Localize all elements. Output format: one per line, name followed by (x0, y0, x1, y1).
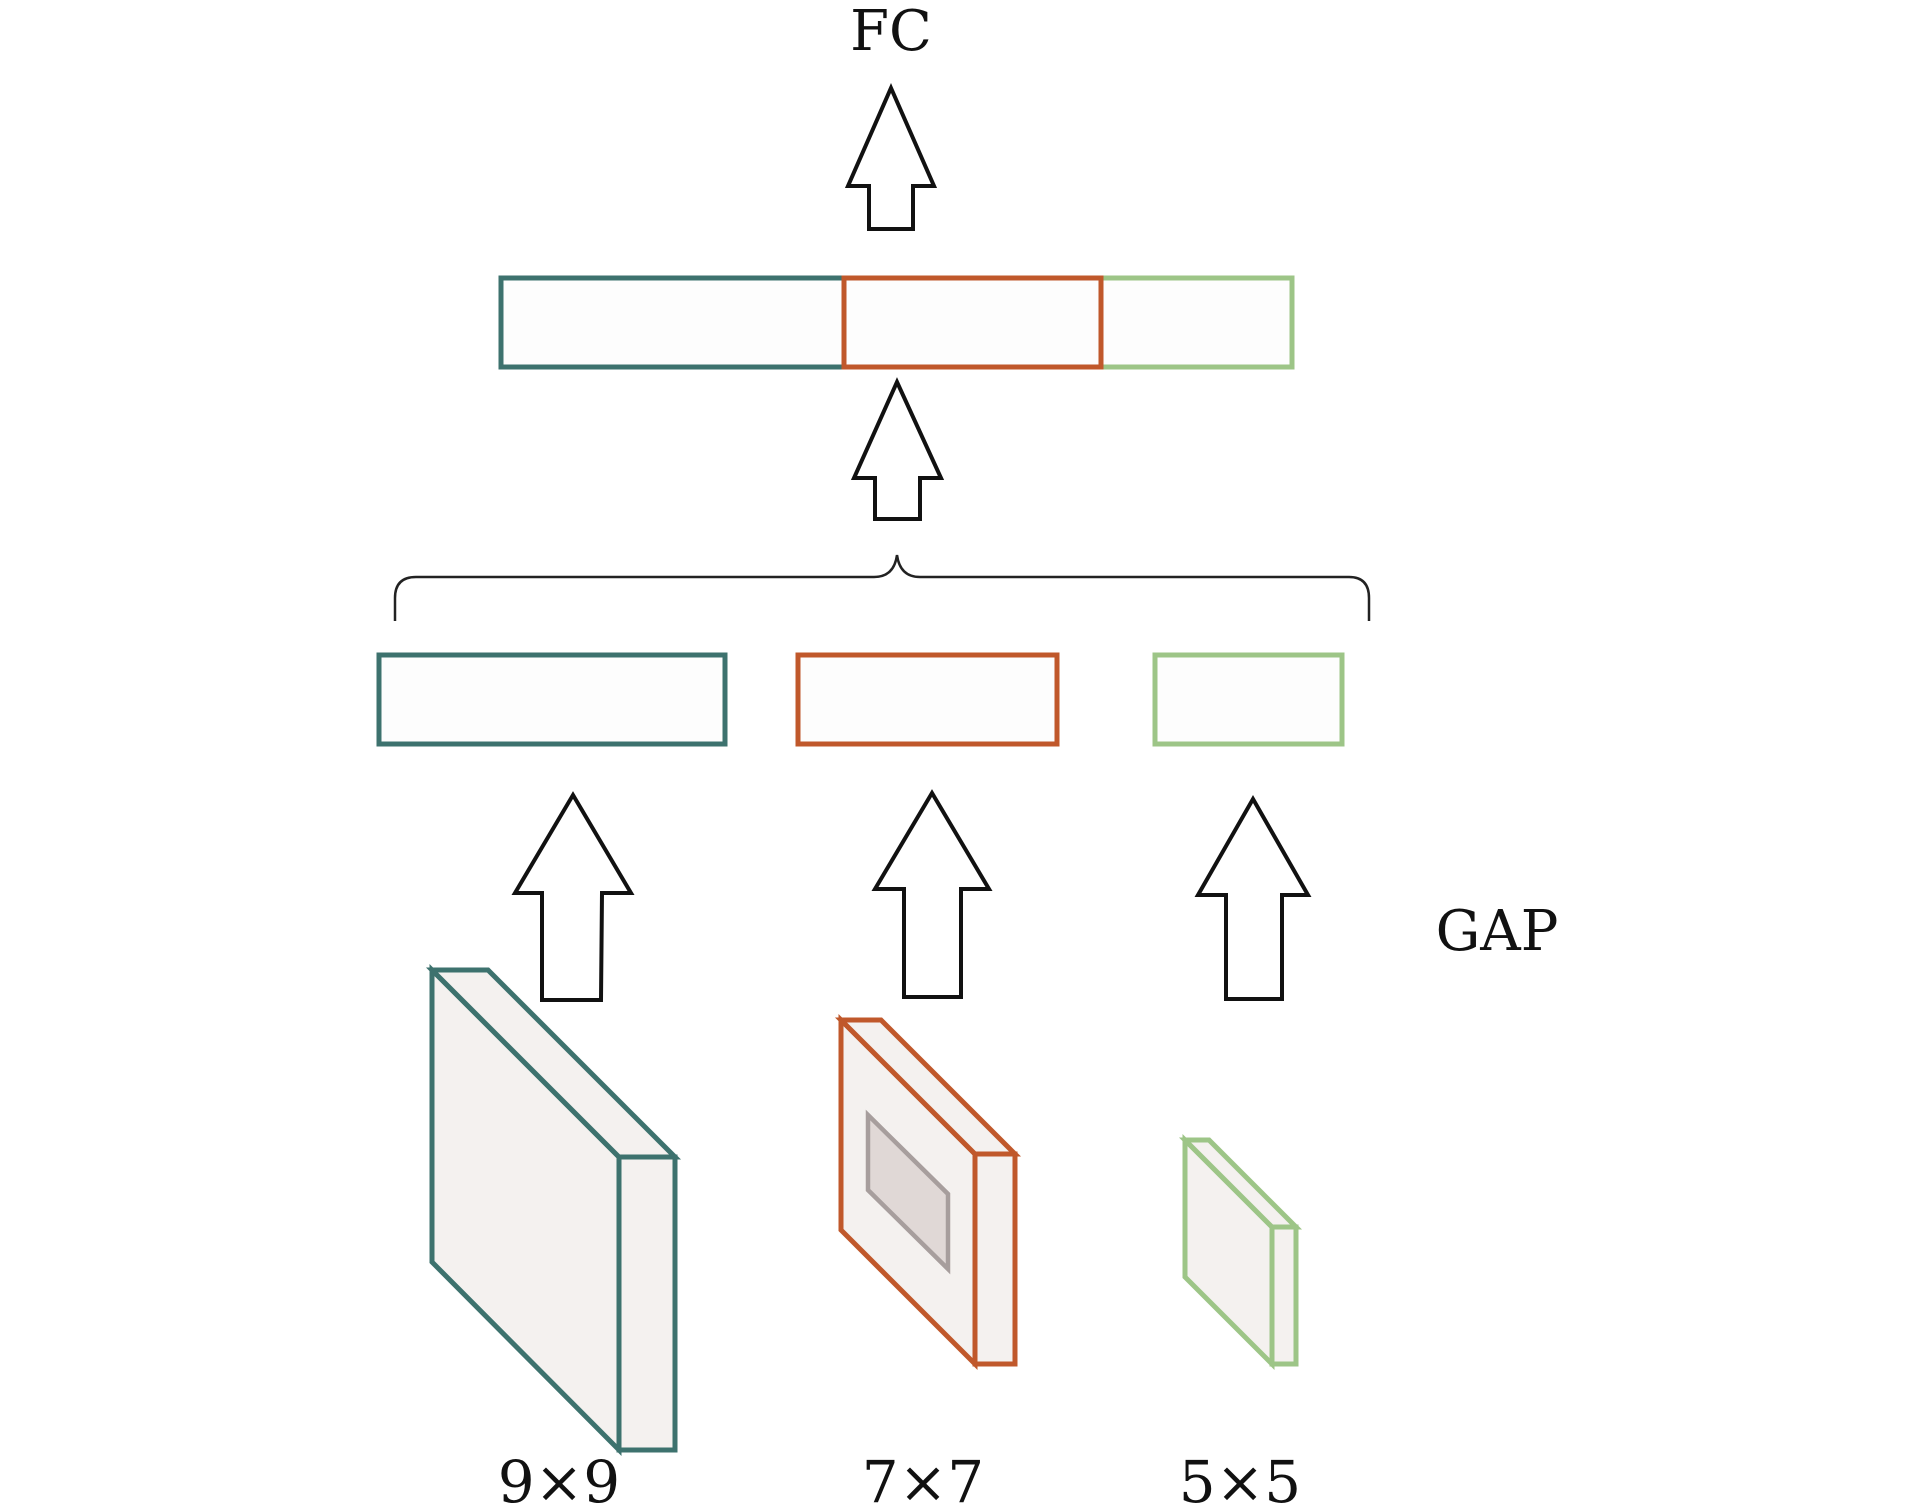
concat-segment-green (1098, 275, 1295, 370)
concat-segment-teal (498, 275, 847, 370)
gap-arrow-2 (871, 789, 993, 999)
gap-arrow-1 (511, 791, 635, 1002)
arrow-to-concat (850, 377, 945, 521)
dim-label-7x7: 7×7 (862, 1448, 984, 1512)
kernel-window (865, 1109, 951, 1275)
block-7x7-side (972, 1151, 1018, 1367)
gap-arrow-3 (1194, 794, 1312, 1001)
block-5x5-side (1269, 1224, 1299, 1367)
pooled-vector-teal (376, 652, 728, 747)
block-9x9-side (616, 1154, 678, 1453)
concatenated-vector (498, 275, 1295, 370)
pooled-vector-green (1152, 652, 1345, 747)
gap-label: GAP (1436, 899, 1559, 964)
fc-label: FC (850, 0, 932, 64)
concat-segment-orange (841, 275, 1104, 370)
pooled-vector-orange (795, 652, 1060, 747)
dim-label-9x9: 9×9 (498, 1448, 620, 1512)
feature-map-7x7 (834, 1013, 1022, 1371)
dim-label-5x5: 5×5 (1179, 1448, 1301, 1512)
arrow-to-fc (844, 83, 938, 231)
grouping-brace (393, 554, 1371, 621)
feature-map-5x5 (1178, 1133, 1303, 1371)
feature-map-9x9 (425, 963, 682, 1457)
